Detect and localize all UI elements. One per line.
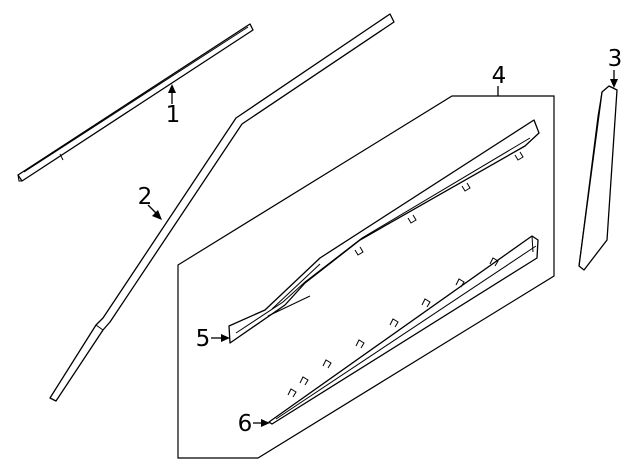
part-6-door-molding-lower[interactable] [268,235,539,425]
callout-3: 3 [608,46,623,88]
part-4-molding-kit-box [177,95,555,459]
callout-1-label: 1 [166,102,181,128]
callout-3-label: 3 [608,46,623,72]
part-2-frame-molding[interactable] [49,13,395,402]
callout-6-label: 6 [238,411,253,437]
callout-4-label: 4 [492,63,507,89]
callout-4: 4 [492,63,507,96]
part-3-pillar-applique[interactable] [578,85,618,271]
callout-6: 6 [238,411,270,437]
callout-5-label: 5 [196,326,211,352]
callout-5: 5 [196,326,230,352]
part-5-door-molding-upper[interactable] [228,119,540,344]
part-1-belt-molding[interactable] [17,23,254,182]
callout-2: 2 [138,184,162,220]
callout-1: 1 [166,84,181,128]
callout-2-label: 2 [138,184,153,210]
